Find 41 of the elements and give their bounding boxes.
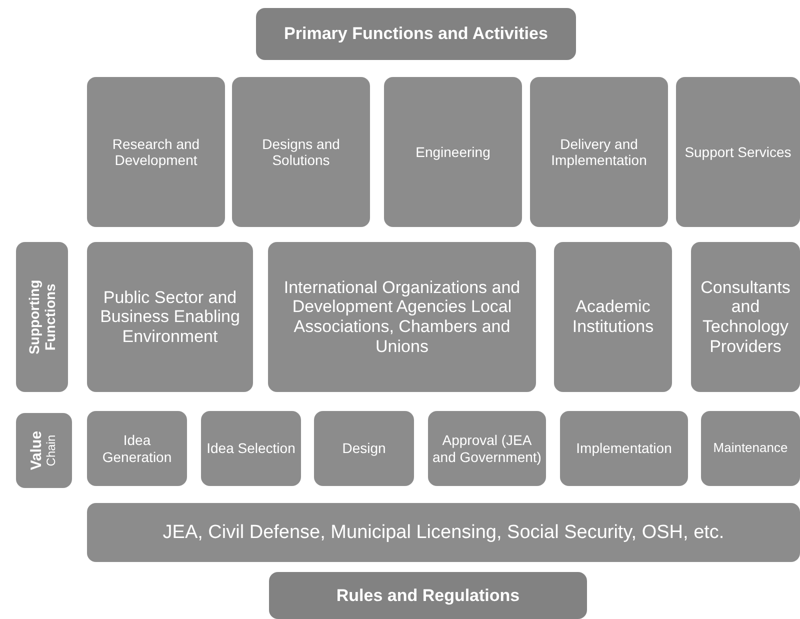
box-label: Consultants and Technology Providers	[700, 278, 792, 356]
row-label: Supporting Functions	[26, 278, 58, 356]
heading-box	[269, 572, 587, 619]
row-label-box	[16, 242, 68, 392]
heading-text: Rules and Regulations	[336, 586, 520, 606]
box-label: Engineering	[416, 144, 490, 160]
box-label: Maintenance	[713, 441, 788, 456]
box-label: International Organizations and Development Agencies Local Associations, Chambers and Unions	[282, 278, 522, 356]
function-box	[530, 77, 668, 227]
row-label: Chain	[46, 434, 60, 466]
function-box	[87, 242, 253, 392]
box-label: Academic Institutions	[571, 297, 655, 337]
function-box	[554, 242, 672, 392]
box-label: Implementation	[576, 440, 672, 457]
box-label: Support Services	[684, 144, 792, 160]
function-box	[428, 411, 546, 486]
box-label: Idea Generation	[101, 432, 173, 465]
function-box	[87, 77, 225, 227]
box-label: Delivery and Implementation	[550, 136, 648, 168]
function-box	[676, 77, 800, 227]
function-box	[232, 77, 370, 227]
regulations-band	[87, 503, 800, 562]
row-label: Value	[28, 430, 46, 470]
heading-text: Primary Functions and Activities	[284, 24, 548, 44]
function-box	[268, 242, 536, 392]
function-box	[201, 411, 301, 486]
heading-box	[256, 8, 576, 60]
box-label: Idea Selection	[206, 440, 296, 457]
box-label: Design	[342, 440, 386, 457]
box-label: Public Sector and Business Enabling Environment	[99, 288, 241, 346]
row-label-box	[16, 413, 72, 488]
box-label: Designs and Solutions	[261, 136, 341, 168]
function-box	[560, 411, 688, 486]
box-label: JEA, Civil Defense, Municipal Licensing, Social Security, OSH, etc.	[162, 522, 724, 544]
function-box	[701, 411, 800, 486]
function-box	[384, 77, 522, 227]
function-box	[691, 242, 800, 392]
box-label: Research and Development	[111, 136, 201, 168]
function-box	[87, 411, 187, 486]
box-label: Approval (JEA and Government)	[432, 432, 542, 465]
function-box	[314, 411, 414, 486]
